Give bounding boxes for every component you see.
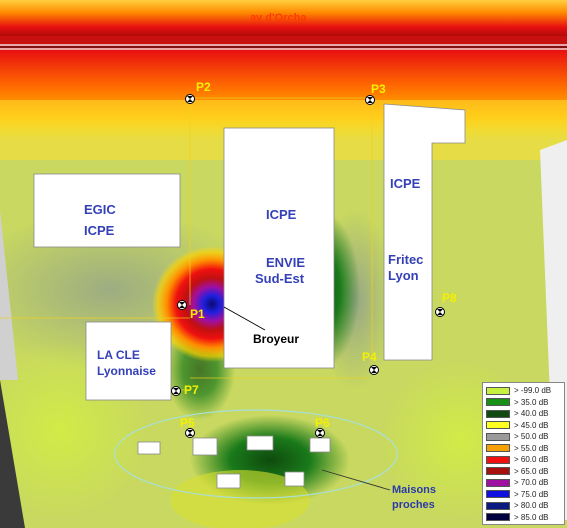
legend-row: > 45.0 dB [486,420,561,432]
legend-label: > 50.0 dB [514,432,549,442]
fritec-name: Fritec [388,252,424,267]
measure-point-p3 [365,95,375,105]
house-5 [216,473,241,489]
maisons-leader [321,469,391,491]
legend-label: > 35.0 dB [514,397,549,407]
legend-label: > -99.0 dB [514,386,552,396]
legend-swatch [486,398,510,407]
legend-row: > 80.0 dB [486,500,561,512]
legend-label: > 80.0 dB [514,501,549,511]
legend-row: > 85.0 dB [486,512,561,524]
measure-point-p6 [315,428,325,438]
legend-swatch [486,467,510,476]
point-label-p7: P7 [184,383,199,397]
point-label-p1: P1 [190,307,205,321]
point-label-p2: P2 [196,80,211,94]
measure-point-p4 [369,365,379,375]
egic-icpe: ICPE [84,223,115,238]
lacle-city: Lyonnaise [97,364,156,378]
fritec-city: Lyon [388,268,419,283]
maisons-label-1: Maisons [392,484,437,496]
building-envie [223,127,335,369]
house-1 [137,441,161,455]
legend-swatch [486,444,510,453]
legend-swatch [486,501,510,510]
legend-row: > 75.0 dB [486,489,561,501]
measure-point-p7 [171,386,181,396]
fritec-icpe: ICPE [390,176,421,191]
nearby-houses-zone [114,409,398,499]
legend-swatch [486,432,510,441]
legend-label: > 85.0 dB [514,512,549,522]
legend-row: > 55.0 dB [486,443,561,455]
legend-label: > 75.0 dB [514,489,549,499]
measure-point-p8 [435,307,445,317]
legend-label: > 55.0 dB [514,443,549,453]
legend-swatch [486,513,510,522]
legend-label: > 70.0 dB [514,478,549,488]
house-3 [246,435,274,451]
egic-name: EGIC [84,202,116,217]
legend-swatch [486,409,510,418]
point-label-p8: P8 [442,291,457,305]
point-label-p4: P4 [362,350,377,364]
measure-point-p5 [185,428,195,438]
envie-subname: Sud-Est [255,271,305,286]
legend-swatch [486,386,510,395]
street-label: av d'Orcha [250,12,307,24]
legend-swatch [486,478,510,487]
point-label-p5: P5 [180,416,195,430]
lacle-name: LA CLE [97,348,140,362]
legend-swatch [486,455,510,464]
legend-label: > 60.0 dB [514,455,549,465]
building-lacle [85,321,172,401]
point-label-p3: P3 [371,82,386,96]
broyeur-leader [223,306,266,331]
maisons-label-2: proches [392,499,435,511]
legend-label: > 45.0 dB [514,420,549,430]
legend-row: > 70.0 dB [486,477,561,489]
legend-row: > 50.0 dB [486,431,561,443]
legend-swatch [486,490,510,499]
envie-name: ENVIE [266,255,306,270]
house-4 [309,437,331,453]
building-egic [33,173,181,248]
legend-row: > 65.0 dB [486,466,561,478]
building-fritec [383,103,466,361]
legend-row: > -99.0 dB [486,385,561,397]
legend-swatch [486,421,510,430]
legend-label: > 40.0 dB [514,409,549,419]
legend-row: > 60.0 dB [486,454,561,466]
point-label-p6: P6 [315,416,330,430]
house-2 [192,437,218,456]
legend-row: > 35.0 dB [486,397,561,409]
measure-point-p2 [185,94,195,104]
house-6 [284,471,305,487]
legend-row: > 40.0 dB [486,408,561,420]
envie-icpe: ICPE [266,207,297,222]
measure-point-p1 [177,300,187,310]
legend-label: > 65.0 dB [514,466,549,476]
broyeur-label: Broyeur [253,332,300,346]
db-legend: > -99.0 dB> 35.0 dB > 40.0 dB> 45.0 dB > 5… [482,382,565,525]
